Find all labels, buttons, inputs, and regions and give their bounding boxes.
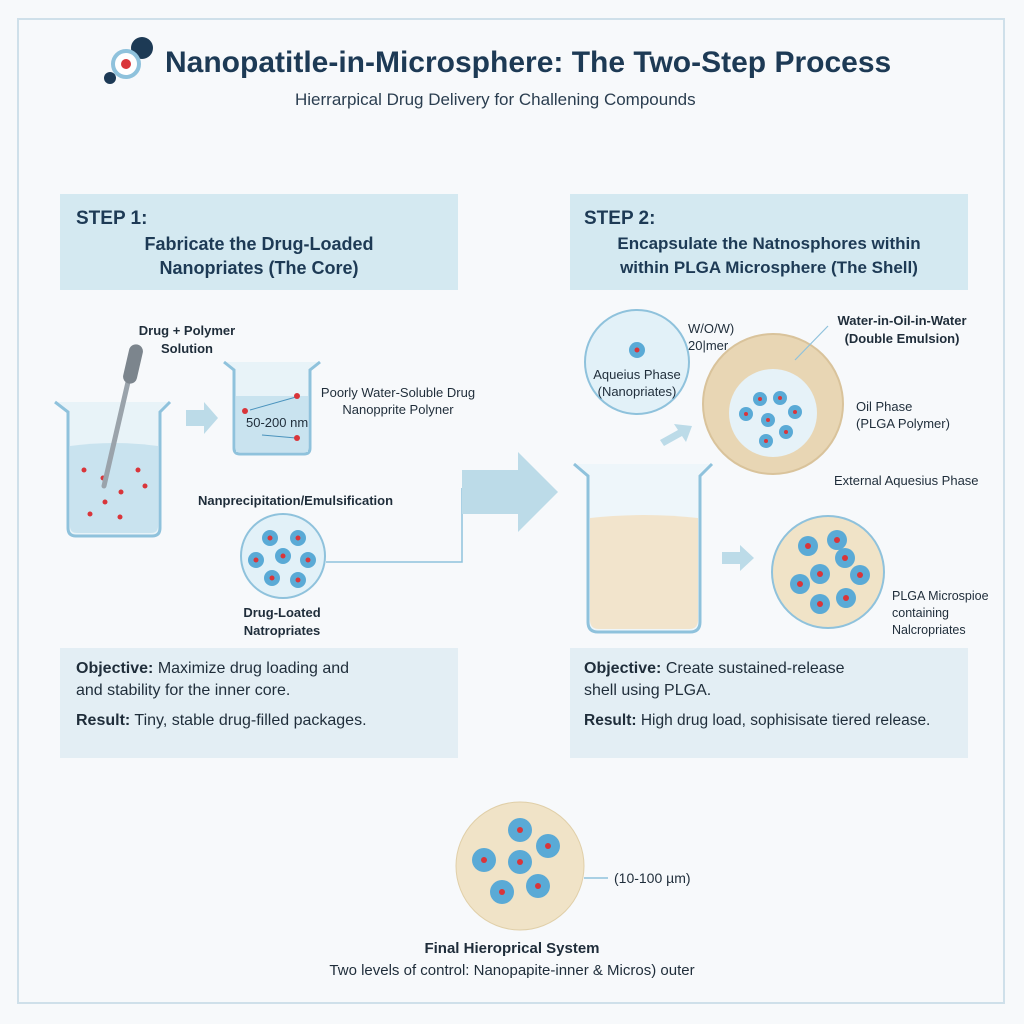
page-subtitle: Hierrarpical Drug Delivery for Challenin… [295, 90, 696, 109]
result-text: Tiny, stable drug-filled packages. [134, 712, 367, 729]
nanoparticle-cluster-icon [240, 513, 326, 599]
final-title: Final Hieroprical System [424, 940, 600, 957]
beaker-icon [573, 462, 714, 634]
step2-objective: Objective: Create sustained-release [584, 658, 845, 680]
double-line1: Water-in-Oil-in-Water [837, 313, 967, 328]
page-frame [17, 18, 1005, 1004]
drug-loaded-line2: Natropriates [243, 623, 321, 638]
wow-line2: 20|mer [688, 338, 729, 353]
drug-loaded-label: Drug-Loated Natropriates [222, 604, 342, 640]
oil-line2: (PLGA Polymer) [856, 416, 950, 431]
result-label: Result: [76, 712, 131, 729]
microsphere-label: PLGA Microspioe containing Nalcropriates [892, 588, 989, 639]
result-text: High drug load, sophisisate tiered relea… [640, 712, 931, 729]
micro-line2: containing [892, 606, 949, 620]
step1-title-line2: Nanopriates (The Core) [159, 258, 359, 278]
drug-loaded-line1: Drug-Loated [243, 605, 321, 620]
step1-label: STEP 1: [76, 208, 148, 229]
step2-title-line1: Encapsulate the Natnosphores within [617, 234, 921, 253]
result-label: Result: [584, 712, 637, 729]
arrow-icon [186, 402, 218, 434]
beaker-icon [54, 400, 172, 538]
step2-label: STEP 2: [584, 208, 656, 229]
vial-icon [223, 360, 321, 456]
drug-polymer-line2: Solution [161, 341, 213, 356]
aqueous-line2: (Nanopriates) [597, 384, 677, 399]
arrow-icon [722, 545, 754, 571]
step1-header-box: STEP 1: Fabricate the Drug-Loaded Nanopr… [60, 194, 458, 290]
final-size-label: (10-100 µm) [614, 870, 691, 886]
aqueous-phase-icon [584, 309, 690, 415]
big-arrow-icon [462, 452, 558, 532]
step1-title-line1: Fabricate the Drug-Loaded [144, 234, 374, 254]
wow-label: W/O/W) 20|mer [688, 320, 734, 354]
external-phase-label: External Aquesius Phase [834, 473, 979, 488]
drug-polymer-line1: Drug + Polymer [138, 323, 236, 338]
final-description: Two levels of control: Nanopapite-inner … [329, 962, 695, 979]
double-line2: (Double Emulsion) [844, 331, 960, 346]
step2-result: Result: High drug load, sophisisate tier… [584, 710, 930, 732]
objective-text: Maximize drug loading and [157, 660, 350, 677]
step2-title-line2: within PLGA Microsphere (The Shell) [620, 258, 918, 277]
step2-info-box: Objective: Create sustained-release shel… [570, 648, 968, 758]
poorly-line2: Nanopprite Polyner [342, 402, 454, 417]
aqueous-phase-label: Aqueius Phase (Nanopriates) [590, 366, 684, 400]
step2-title: Encapsulate the Natnosphores within with… [570, 232, 968, 280]
oil-phase-label: Oil Phase (PLGA Polymer) [856, 398, 950, 432]
objective-text: Create sustained-release [665, 660, 845, 677]
step1-title: Fabricate the Drug-Loaded Nanopriates (T… [60, 232, 458, 280]
poorly-soluble-label: Poorly Water-Soluble Drug Nanopprite Pol… [318, 384, 478, 418]
step1-objective-cont: and stability for the inner core. [76, 682, 291, 699]
micro-line1: PLGA Microspioe [892, 589, 989, 603]
page-title: Nanopatitle-in-Microsphere: The Two-Step… [165, 46, 892, 79]
wow-line1: W/O/W) [688, 321, 735, 336]
poorly-line1: Poorly Water-Soluble Drug [320, 385, 476, 400]
size-label: 50-200 nm [246, 415, 309, 430]
microsphere-icon [771, 515, 885, 629]
aqueous-line1: Aqueius Phase [593, 367, 681, 382]
step1-info-box: Objective: Maximize drug loading and and… [60, 648, 458, 758]
final-system-icon [455, 801, 585, 931]
step1-objective: Objective: Maximize drug loading and [76, 658, 349, 680]
oil-line1: Oil Phase [856, 399, 913, 414]
step2-header-box: STEP 2: Encapsulate the Natnosphores wit… [570, 194, 968, 290]
pointer-line [794, 325, 829, 361]
method-label: Nanprecipitation/Emulsification [198, 493, 394, 508]
arrow-icon [660, 424, 692, 446]
objective-label: Objective: [584, 660, 662, 677]
step1-result: Result: Tiny, stable drug-filled package… [76, 710, 367, 732]
double-emulsion-label: Water-in-Oil-in-Water (Double Emulsion) [826, 312, 978, 348]
double-emulsion-icon [702, 333, 844, 475]
drug-polymer-label: Drug + Polymer Solution [112, 322, 262, 358]
step2-objective-cont: shell using PLGA. [584, 682, 712, 699]
micro-line3: Nalcropriates [892, 623, 966, 637]
stirrer-icon [101, 344, 143, 489]
objective-label: Objective: [76, 660, 154, 677]
logo-icon [104, 37, 153, 84]
